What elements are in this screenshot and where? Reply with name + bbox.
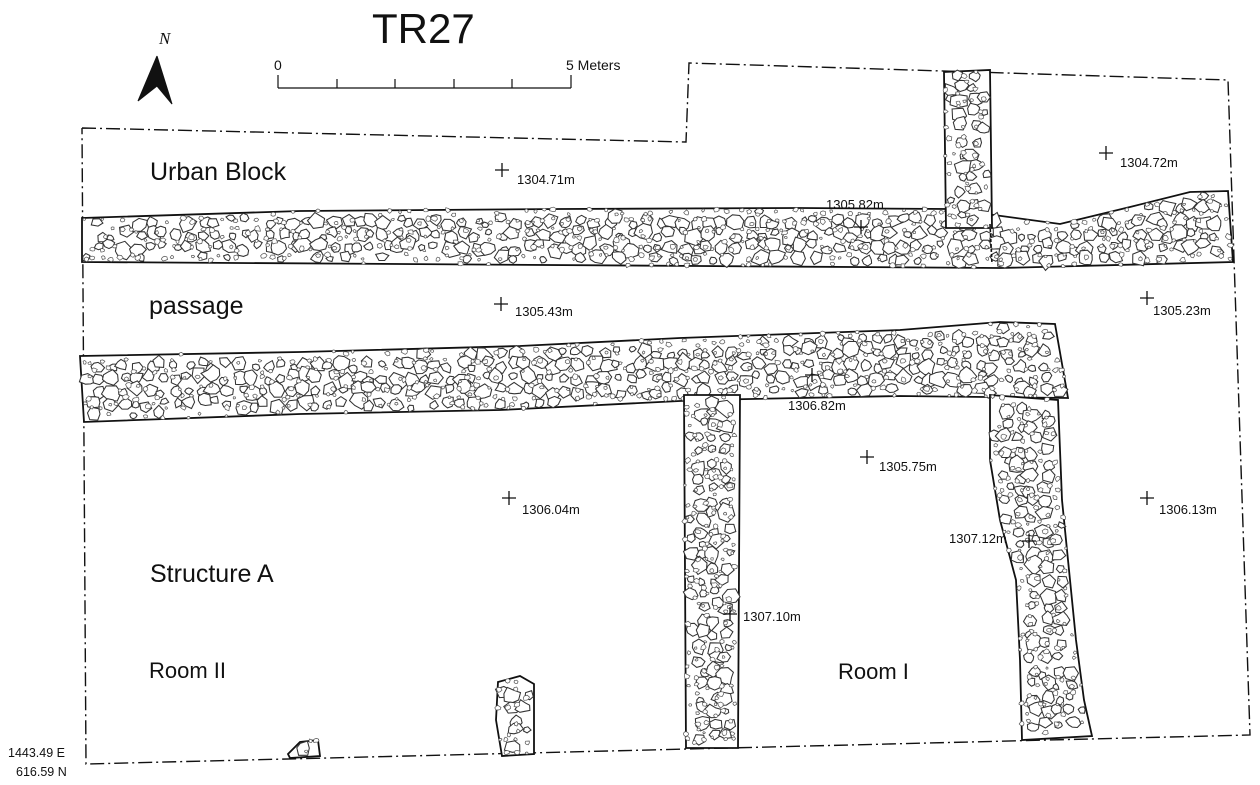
elevation-label: 1304.72m (1120, 155, 1178, 170)
elevation-label: 1305.82m (826, 197, 884, 212)
structure-a-label: Structure A (150, 560, 274, 588)
north-wall (81, 190, 1235, 272)
central-wall (681, 394, 741, 749)
elevation-label: 1307.10m (743, 609, 801, 624)
elevation-point: 1307.10m (723, 607, 801, 624)
passage-label: passage (149, 292, 244, 320)
stone-fragment (286, 738, 322, 759)
elevation-point: 1306.13m (1140, 491, 1217, 517)
elevation-point: 1305.75m (860, 450, 937, 474)
elevation-label: 1304.71m (517, 172, 575, 187)
datum-easting: 1443.49 E (8, 746, 65, 760)
scale-start-label: 0 (274, 57, 282, 73)
scale-bar (277, 75, 572, 89)
map-title: TR27 (372, 5, 475, 52)
elevation-point: 1305.82m (826, 197, 884, 234)
elevation-label: 1306.82m (788, 398, 846, 413)
elevation-label: 1305.43m (515, 304, 573, 319)
urban-block-label: Urban Block (150, 158, 287, 186)
scale-end-label: 5 Meters (566, 57, 620, 73)
elevation-label: 1305.23m (1153, 303, 1211, 318)
east-wall (988, 394, 1094, 741)
room-i-label: Room I (838, 659, 909, 684)
elevation-point: 1305.43m (494, 297, 573, 319)
elevation-label: 1306.04m (522, 502, 580, 517)
elevation-label: 1306.13m (1159, 502, 1217, 517)
middle-wall (78, 320, 1070, 423)
elevation-point: 1304.71m (495, 163, 575, 187)
elevation-point: 1305.23m (1140, 291, 1211, 318)
northeast-wall (942, 69, 993, 229)
room-ii-label: Room II (149, 658, 226, 683)
wall-joint-line (989, 223, 993, 265)
stone-pillar (494, 675, 535, 757)
datum-northing: 616.59 N (16, 765, 67, 779)
elevation-label: 1307.12m (949, 531, 1007, 546)
elevation-point: 1306.04m (502, 491, 580, 517)
north-arrow-icon (137, 55, 173, 105)
north-label: N (158, 29, 172, 48)
stone-walls (78, 69, 1235, 759)
elevation-label: 1305.75m (879, 459, 937, 474)
elevation-point: 1306.82m (788, 368, 846, 413)
elevation-point: 1304.72m (1099, 146, 1178, 170)
trench-boundary (81, 62, 1251, 765)
elevation-point: 1307.12m (949, 531, 1036, 548)
